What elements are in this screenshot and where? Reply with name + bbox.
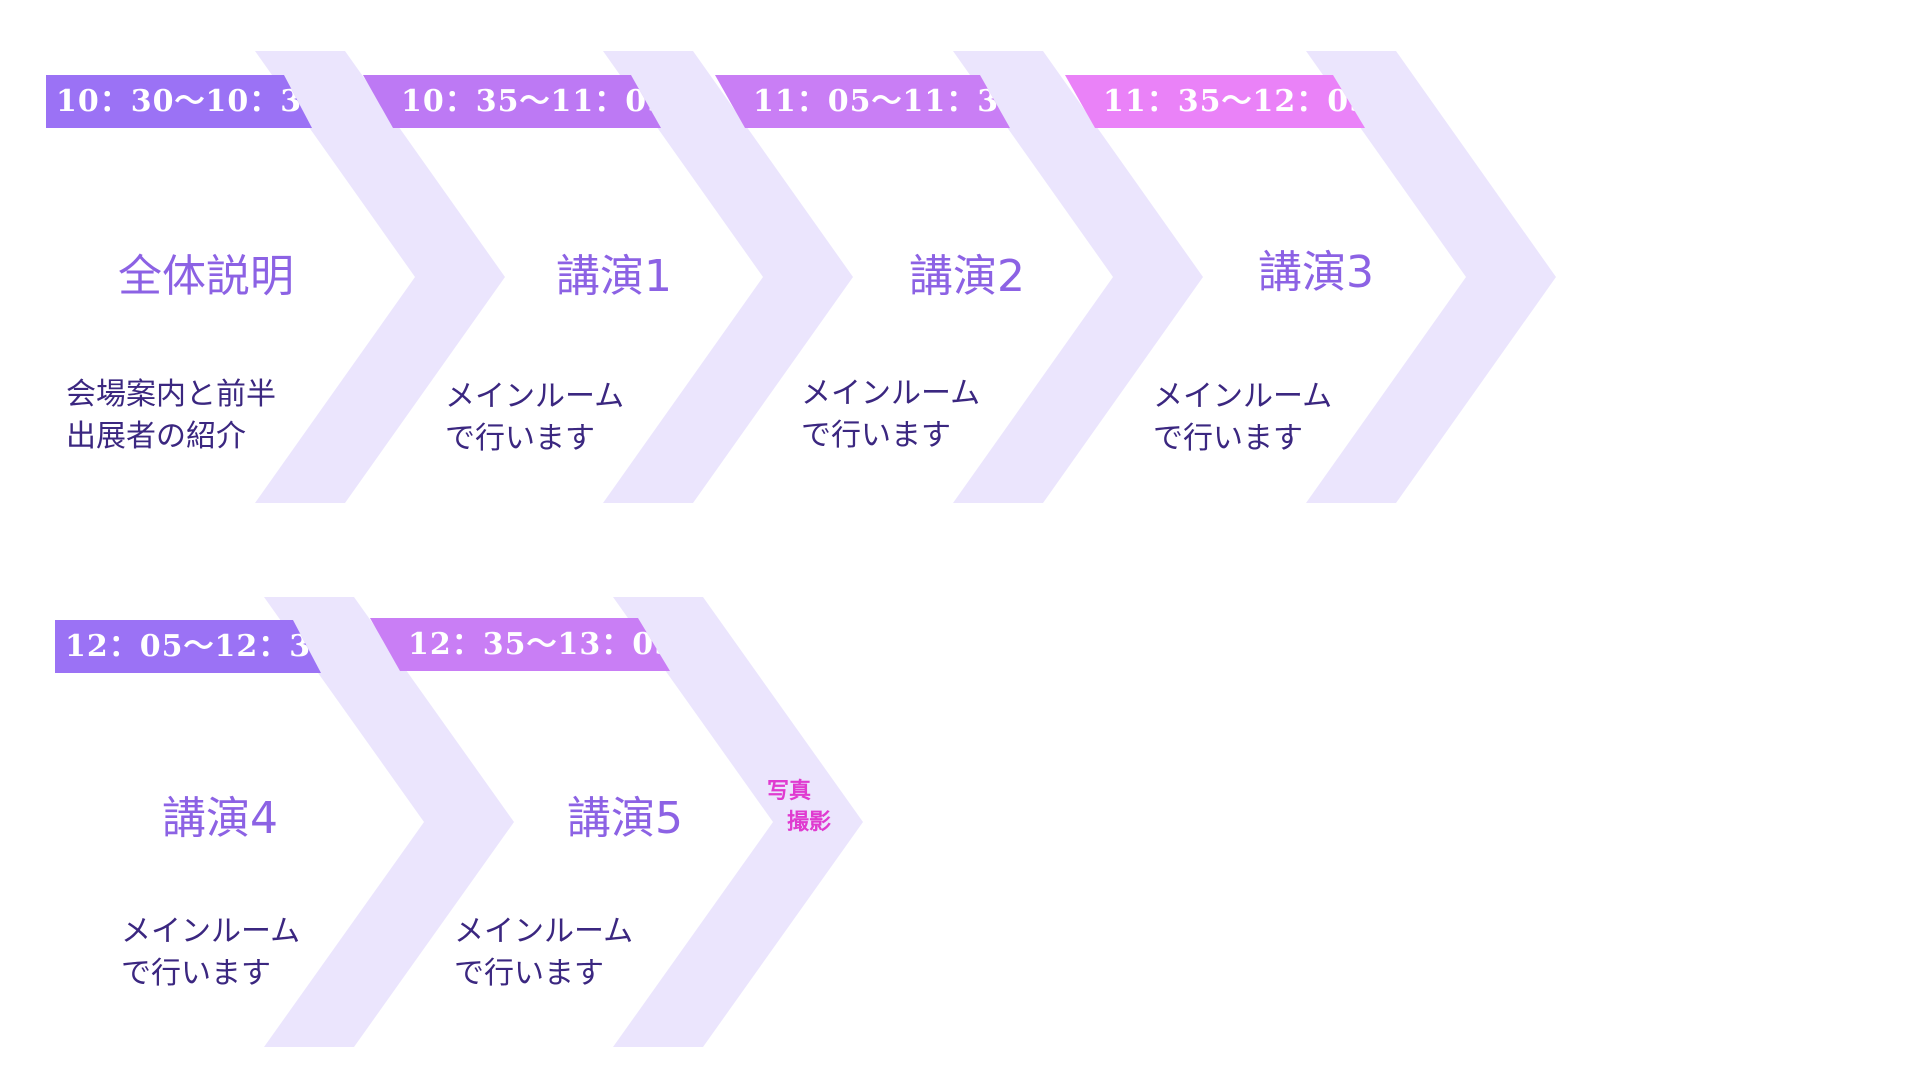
step-description-4: メインルーム で行います: [1153, 376, 1332, 460]
step-description-6: メインルーム で行います: [454, 911, 633, 995]
step-title-6: 講演5: [567, 793, 683, 844]
description-line: 会場案内と前半: [66, 377, 276, 412]
description-line: で行います: [445, 421, 595, 456]
time-label-4: 11：35～12：05: [1065, 75, 1365, 128]
description-line: メインルーム: [121, 914, 301, 949]
description-line: で行います: [801, 418, 951, 453]
note-line-1: 写真: [767, 779, 812, 804]
chevron-2: [603, 51, 853, 503]
description-line: メインルーム: [801, 376, 981, 411]
note-line-2: 撮影: [787, 810, 832, 835]
chevron-4: [1306, 51, 1556, 503]
final-step-note: 写真 撮影: [767, 776, 831, 838]
time-label-6: 12：35～13：05: [370, 618, 670, 671]
description-line: で行います: [454, 956, 604, 991]
step-description-2: メインルーム で行います: [445, 376, 624, 460]
description-line: メインルーム: [445, 379, 625, 414]
step-description-5: メインルーム で行います: [121, 911, 300, 995]
description-line: 出展者の紹介: [66, 419, 246, 454]
step-title-2: 講演1: [556, 251, 672, 302]
chevron-5: [264, 597, 514, 1047]
time-label-1: 10：30～10：35: [46, 75, 312, 128]
chevron-1: [255, 51, 505, 503]
description-line: で行います: [121, 956, 271, 991]
description-line: メインルーム: [454, 914, 634, 949]
description-line: メインルーム: [1153, 379, 1333, 414]
time-label-2: 10：35～11：05: [363, 75, 661, 128]
step-title-5: 講演4: [162, 793, 278, 844]
chevron-6: [613, 597, 863, 1047]
description-line: で行います: [1153, 421, 1303, 456]
time-label-5: 12：05～12：35: [55, 620, 321, 673]
time-label-3: 11：05～11：35: [715, 75, 1010, 128]
step-title-3: 講演2: [909, 251, 1025, 302]
step-description-3: メインルーム で行います: [801, 373, 980, 457]
step-title-4: 講演3: [1258, 247, 1374, 298]
step-description-1: 会場案内と前半 出展者の紹介: [66, 374, 276, 458]
chevron-3: [953, 51, 1203, 503]
step-title-1: 全体説明: [118, 251, 294, 302]
